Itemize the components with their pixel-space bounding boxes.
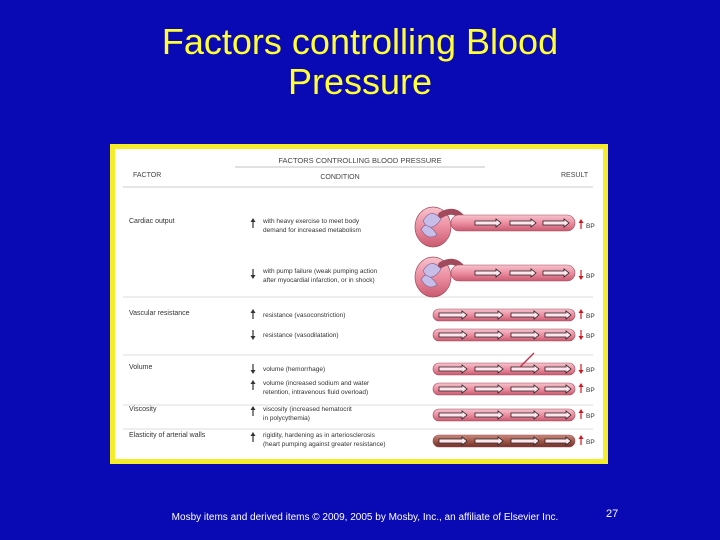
factor-label: Elasticity of arterial walls xyxy=(129,432,206,439)
blood-flow-arrow xyxy=(544,384,572,394)
result-bp-label: BP xyxy=(586,273,595,280)
blood-flow-arrow xyxy=(509,218,537,228)
hemorrhage-icon xyxy=(519,352,535,368)
blood-flow-arrow xyxy=(544,410,572,420)
blood-flow-arrow xyxy=(438,330,468,340)
blood-flow-arrow xyxy=(474,268,502,278)
blood-flow-arrow xyxy=(438,436,468,446)
result-arrow-down-icon xyxy=(578,330,584,340)
copyright-footer: Mosby items and derived items © 2009, 20… xyxy=(171,512,559,523)
blood-flow-arrow xyxy=(474,330,504,340)
blood-flow-arrow xyxy=(544,436,572,446)
condition-text-line1: with heavy exercise to meet body xyxy=(262,218,360,225)
blood-flow-arrow xyxy=(510,410,540,420)
blood-flow-arrow xyxy=(474,310,504,320)
factor-label: Viscosity xyxy=(129,406,157,413)
factor-label: Vascular resistance xyxy=(129,310,190,317)
slide-number: 27 xyxy=(606,508,619,520)
column-header-factor: FACTOR xyxy=(133,172,161,179)
blood-flow-arrow xyxy=(510,330,540,340)
condition-text-line1: volume (hemorrhage) xyxy=(263,366,325,373)
blood-flow-arrow xyxy=(438,384,468,394)
blood-flow-arrow xyxy=(438,410,468,420)
result-bp-label: BP xyxy=(586,439,595,446)
blood-vessel xyxy=(432,434,576,448)
result-arrow-up-icon xyxy=(578,219,584,229)
figure-panel: FACTORS CONTROLLING BLOOD PRESSURE FACTO… xyxy=(115,149,603,459)
column-header-result: RESULT xyxy=(561,172,589,179)
blood-flow-arrow xyxy=(474,364,504,374)
heart-icon xyxy=(414,206,466,248)
condition-text-line2: after myocardial infarction, or in shock… xyxy=(263,277,375,284)
condition-arrow-up-icon xyxy=(250,432,256,442)
condition-text-line1: viscosity (increased hematocrit xyxy=(263,406,352,413)
condition-text-line2: in polycythemia) xyxy=(263,415,310,422)
result-bp-label: BP xyxy=(586,413,595,420)
blood-vessel xyxy=(432,382,576,396)
blood-flow-arrow xyxy=(510,384,540,394)
blood-flow-arrow xyxy=(544,310,572,320)
figure-heading: FACTORS CONTROLLING BLOOD PRESSURE xyxy=(278,156,441,165)
condition-text-line1: with pump failure (weak pumping action xyxy=(262,268,378,275)
condition-arrow-up-icon xyxy=(250,309,256,319)
blood-vessel xyxy=(432,362,576,376)
condition-text-line2: (heart pumping against greater resistanc… xyxy=(263,441,385,448)
blood-flow-arrow xyxy=(510,364,540,374)
condition-arrow-down-icon xyxy=(250,364,256,374)
factor-label: Cardiac output xyxy=(129,218,175,225)
bp-factors-diagram: FACTORS CONTROLLING BLOOD PRESSURE FACTO… xyxy=(123,156,595,448)
title-line-2: Pressure xyxy=(287,61,433,102)
condition-arrow-down-icon xyxy=(250,330,256,340)
result-arrow-down-icon xyxy=(578,270,584,280)
condition-arrow-down-icon xyxy=(250,269,256,279)
condition-arrow-up-icon xyxy=(250,218,256,228)
condition-text-line2: demand for increased metabolism xyxy=(263,227,361,234)
blood-flow-arrow xyxy=(510,436,540,446)
result-arrow-up-icon xyxy=(578,309,584,319)
blood-flow-arrow xyxy=(510,310,540,320)
blood-flow-arrow xyxy=(438,310,468,320)
blood-vessel xyxy=(432,328,576,342)
condition-arrow-up-icon xyxy=(250,406,256,416)
blood-flow-arrow xyxy=(509,268,537,278)
condition-text-line1: resistance (vasodilatation) xyxy=(263,332,339,339)
blood-flow-arrow xyxy=(544,364,572,374)
title-line-1: Factors controlling Blood xyxy=(161,21,559,62)
result-arrow-down-icon xyxy=(578,364,584,374)
blood-vessel xyxy=(432,308,576,322)
condition-text-line1: rigidity, hardening as in arterioscleros… xyxy=(263,432,376,439)
blood-vessel xyxy=(432,408,576,422)
blood-flow-arrow xyxy=(474,410,504,420)
blood-flow-arrow xyxy=(542,218,570,228)
blood-flow-arrow xyxy=(474,436,504,446)
result-arrow-up-icon xyxy=(578,435,584,445)
blood-flow-arrow xyxy=(438,364,468,374)
figure-frame: FACTORS CONTROLLING BLOOD PRESSURE FACTO… xyxy=(110,144,608,464)
result-bp-label: BP xyxy=(586,333,595,340)
condition-text-line1: resistance (vasoconstriction) xyxy=(263,312,345,319)
result-arrow-up-icon xyxy=(578,383,584,393)
condition-arrow-up-icon xyxy=(250,380,256,390)
column-header-condition: CONDITION xyxy=(320,174,359,181)
factor-label: Volume xyxy=(129,364,152,371)
result-bp-label: BP xyxy=(586,313,595,320)
blood-flow-arrow xyxy=(544,330,572,340)
result-bp-label: BP xyxy=(586,387,595,394)
result-bp-label: BP xyxy=(586,223,595,230)
blood-flow-arrow xyxy=(474,384,504,394)
condition-text-line1: volume (increased sodium and water xyxy=(263,380,370,387)
slide-title: Factors controlling Blood Pressure xyxy=(0,22,720,102)
result-arrow-up-icon xyxy=(578,409,584,419)
blood-flow-arrow xyxy=(542,268,570,278)
blood-flow-arrow xyxy=(474,218,502,228)
condition-text-line2: retention, intravenous fluid overload) xyxy=(263,389,368,396)
result-bp-label: BP xyxy=(586,367,595,374)
